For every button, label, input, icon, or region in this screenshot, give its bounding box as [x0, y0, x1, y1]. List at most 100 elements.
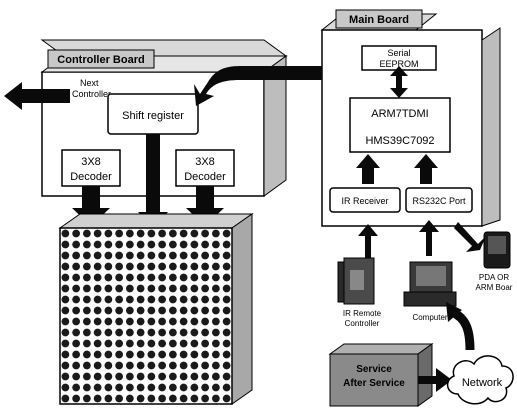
led-dot: [115, 372, 123, 381]
led-dot: [190, 383, 199, 392]
led-dot: [115, 240, 123, 249]
led-dot: [104, 284, 113, 293]
led-dot: [126, 372, 134, 381]
led-dot: [136, 251, 145, 260]
led-dot: [158, 240, 167, 249]
led-dot: [169, 383, 177, 392]
led-dot: [190, 339, 199, 348]
led-dot: [190, 394, 199, 403]
ir-receiver-label: IR Receiver: [341, 196, 388, 206]
led-dot: [104, 372, 113, 381]
led-dot: [126, 262, 134, 271]
led-dot: [158, 383, 167, 392]
led-dot: [169, 350, 177, 359]
led-dot: [126, 339, 134, 348]
led-dot: [83, 306, 91, 315]
led-dot: [104, 262, 113, 271]
led-dot: [83, 284, 91, 293]
led-dot: [212, 372, 220, 381]
led-dot: [212, 317, 220, 326]
led-dot: [158, 394, 167, 403]
led-dot: [83, 229, 91, 238]
led-dot: [212, 284, 220, 293]
led-dot: [201, 284, 210, 293]
led-dot: [104, 328, 113, 337]
led-dot: [93, 251, 102, 260]
service-label-2: After Service: [343, 378, 405, 389]
led-dot: [104, 295, 113, 304]
led-dot: [222, 394, 231, 403]
decoder-right-label-2: Decoder: [184, 171, 226, 183]
led-dot: [169, 284, 177, 293]
led-dot: [147, 240, 156, 249]
led-dot: [158, 295, 167, 304]
led-dot: [136, 394, 145, 403]
led-dot: [222, 262, 231, 271]
led-dot: [93, 273, 102, 282]
cpu-label-1: ARM7TDMI: [371, 108, 428, 120]
led-dot: [190, 240, 199, 249]
led-dot: [115, 328, 123, 337]
led-dot: [72, 383, 80, 392]
led-dot: [179, 295, 188, 304]
led-dot: [61, 284, 70, 293]
led-dot: [93, 339, 102, 348]
led-dot: [104, 339, 113, 348]
led-dot: [93, 394, 102, 403]
led-dot: [61, 350, 70, 359]
led-dot: [179, 394, 188, 403]
led-dot: [83, 295, 91, 304]
led-dot: [126, 295, 134, 304]
led-dot: [158, 251, 167, 260]
led-dot: [179, 339, 188, 348]
led-dot: [158, 273, 167, 282]
controller-board-title: Controller Board: [57, 54, 144, 66]
led-dot: [169, 394, 177, 403]
led-dot: [104, 229, 113, 238]
led-dot: [179, 273, 188, 282]
led-dot: [61, 339, 70, 348]
led-dot: [93, 350, 102, 359]
led-dot: [72, 295, 80, 304]
led-dot: [169, 251, 177, 260]
led-dot: [158, 262, 167, 271]
led-dot: [93, 317, 102, 326]
led-dot: [201, 317, 210, 326]
led-dot: [136, 361, 145, 370]
led-dot: [136, 229, 145, 238]
led-dot: [212, 229, 220, 238]
computer-label: Computer: [412, 313, 447, 322]
led-dot: [104, 240, 113, 249]
led-dot: [72, 328, 80, 337]
arrow-shift-to-matrix: [138, 134, 168, 228]
led-dot: [201, 361, 210, 370]
next-controller-label-2: Controller: [72, 89, 111, 99]
led-dot: [72, 306, 80, 315]
led-dot: [61, 394, 70, 403]
led-dot: [61, 262, 70, 271]
led-dot: [126, 328, 134, 337]
led-dot: [72, 251, 80, 260]
led-dot: [61, 328, 70, 337]
led-dot: [136, 328, 145, 337]
led-dot: [115, 284, 123, 293]
led-dot: [190, 262, 199, 271]
led-dot: [212, 383, 220, 392]
led-dot: [115, 339, 123, 348]
controller-board-title-tab: [47, 49, 155, 69]
service-box: Service After Service: [328, 343, 434, 407]
led-dot: [72, 240, 80, 249]
led-dot: [158, 306, 167, 315]
led-dot: [72, 262, 80, 271]
led-dot: [72, 361, 80, 370]
led-dot: [147, 273, 156, 282]
led-dot: [83, 350, 91, 359]
led-dot: [147, 361, 156, 370]
led-dot: [212, 273, 220, 282]
led-dot: [115, 295, 123, 304]
led-dot: [169, 339, 177, 348]
led-dot: [222, 350, 231, 359]
led-dot: [222, 284, 231, 293]
led-dot: [201, 394, 210, 403]
led-dot: [136, 350, 145, 359]
